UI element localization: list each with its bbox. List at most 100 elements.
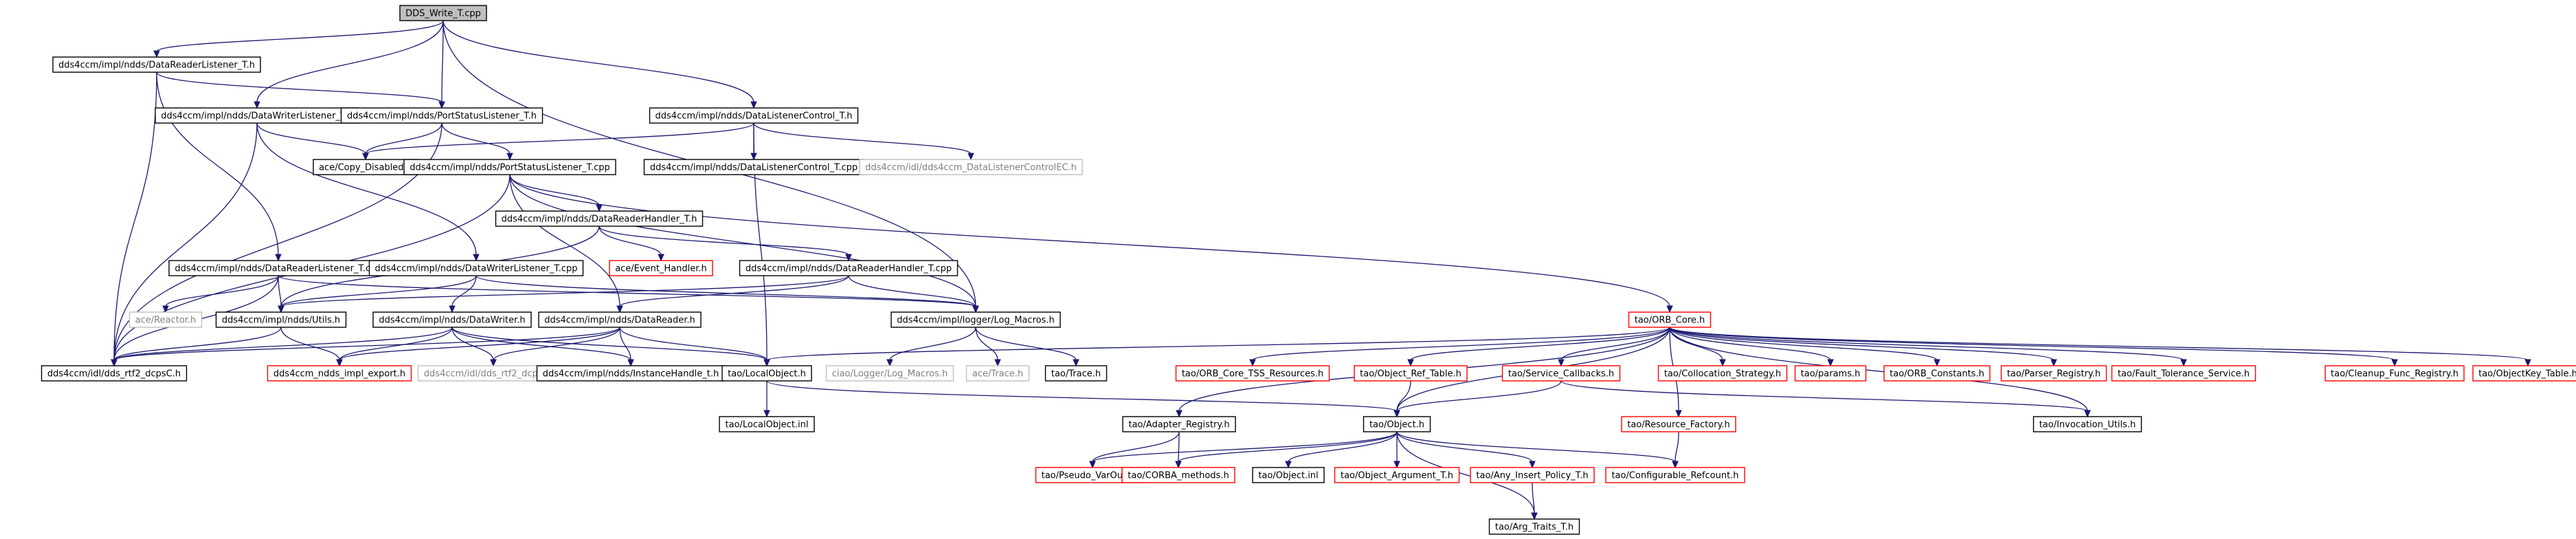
node-objectkey-table[interactable]: tao/ObjectKey_Table.h	[2472, 365, 2576, 382]
node-label: tao/ORB_Core_TSS_Resources.h	[1182, 369, 1323, 380]
node-drl-h[interactable]: dds4ccm/impl/ndds/DataReaderListener_T.h	[52, 56, 261, 73]
edge-arrowhead	[886, 359, 893, 367]
node-log-macros[interactable]: dds4ccm/impl/logger/Log_Macros.h	[891, 311, 1061, 328]
node-dlc-h[interactable]: dds4ccm/impl/ndds/DataListenerControl_T.…	[649, 107, 859, 124]
dependency-edge	[365, 122, 754, 155]
node-orb-constants[interactable]: tao/ORB_Constants.h	[1883, 365, 1991, 382]
edge-arrowhead	[596, 204, 603, 212]
dependency-edge	[113, 122, 258, 361]
dependency-edge	[975, 327, 998, 361]
dependency-edge	[1396, 380, 1411, 412]
dependency-edge	[113, 327, 282, 361]
node-label: dds4ccm/impl/ndds/DataReaderListener_T.c…	[175, 264, 381, 274]
node-cleanup-func[interactable]: tao/Cleanup_Func_Registry.h	[2325, 365, 2465, 382]
dependency-edge	[1410, 327, 1670, 361]
node-drl-cpp[interactable]: dds4ccm/impl/ndds/DataReaderListener_T.c…	[168, 260, 388, 276]
dependency-edge	[441, 122, 511, 155]
node-box	[1334, 467, 1460, 483]
node-label: tao/Object_Argument_T.h	[1341, 471, 1453, 481]
node-box	[1621, 416, 1736, 432]
node-fault-tolerance[interactable]: tao/Fault_Tolerance_Service.h	[2111, 365, 2256, 382]
node-corba-methods[interactable]: tao/CORBA_methods.h	[1121, 467, 1235, 483]
node-object-argument[interactable]: tao/Object_Argument_T.h	[1334, 467, 1460, 483]
node-copy-disabled[interactable]: ace/Copy_Disabled.h	[313, 159, 418, 175]
node-drh-h[interactable]: dds4ccm/impl/ndds/DataReaderHandler_T.h	[495, 210, 704, 227]
node-box	[2472, 365, 2576, 382]
dependency-edge	[1396, 380, 1562, 412]
node-service-callbacks[interactable]: tao/Service_Callbacks.h	[1501, 365, 1621, 382]
node-tao-trace[interactable]: tao/Trace.h	[1044, 365, 1108, 382]
node-configurable-refcount[interactable]: tao/Configurable_Refcount.h	[1605, 467, 1745, 483]
node-parser-registry[interactable]: tao/Parser_Registry.h	[2000, 365, 2107, 382]
node-datareader[interactable]: dds4ccm/impl/ndds/DataReader.h	[538, 311, 702, 328]
node-arg-traits[interactable]: tao/Arg_Traits_T.h	[1488, 518, 1580, 535]
node-label: dds4ccm/impl/ndds/DataReaderHandler_T.cp…	[746, 264, 952, 274]
node-dds-write[interactable]: DDS_Write_T.cpp	[399, 5, 487, 21]
node-label: dds4ccm/impl/ndds/DataListenerControl_T.…	[656, 111, 853, 122]
edge-arrowhead	[1675, 410, 1682, 418]
edge-arrowhead	[845, 254, 852, 262]
node-label: ciao/Logger/Log_Macros.h	[832, 369, 948, 380]
node-local-object-h[interactable]: tao/LocalObject.h	[721, 365, 812, 382]
node-adapter-registry[interactable]: tao/Adapter_Registry.h	[1122, 416, 1236, 432]
node-psl-cpp[interactable]: dds4ccm/impl/ndds/PortStatusListener_T.c…	[403, 159, 616, 175]
node-label: ace/Event_Handler.h	[615, 264, 707, 274]
dependency-edge	[1396, 431, 1676, 463]
edge-arrowhead	[490, 359, 497, 367]
dependency-edge	[156, 72, 443, 103]
node-ace-trace: ace/Trace.h	[965, 365, 1030, 382]
node-label: tao/Pseudo_VarOut_T.h	[1042, 471, 1144, 481]
node-object-h[interactable]: tao/Object.h	[1363, 416, 1431, 432]
node-label: ace/Trace.h	[972, 369, 1023, 380]
dependency-edge	[451, 327, 768, 361]
dependency-edge	[1669, 327, 2184, 361]
node-label: tao/Parser_Registry.h	[2007, 369, 2101, 380]
dependency-edge	[598, 226, 662, 256]
node-local-object-inl[interactable]: tao/LocalObject.inl	[719, 416, 815, 432]
edge-arrowhead	[111, 359, 117, 367]
node-invocation-utils[interactable]: tao/Invocation_Utils.h	[2032, 416, 2142, 432]
edge-arrowhead	[967, 153, 974, 161]
node-drh-cpp[interactable]: dds4ccm/impl/ndds/DataReaderHandler_T.cp…	[739, 260, 959, 276]
node-params[interactable]: tao/params.h	[1794, 365, 1867, 382]
node-object-inl[interactable]: tao/Object.inl	[1252, 467, 1325, 483]
node-rtf2-ec: dds4ccm/idl/dds_rtf2_dcpsEC.h	[417, 365, 570, 382]
node-rtf2-c[interactable]: dds4ccm/idl/dds_rtf2_dcpsC.h	[41, 365, 188, 382]
dependency-edge	[619, 327, 631, 361]
node-label: dds4ccm/impl/ndds/DataReaderListener_T.h	[58, 60, 255, 71]
dependency-edge	[1669, 327, 1831, 361]
node-dwl-cpp[interactable]: dds4ccm/impl/ndds/DataWriterListener_T.c…	[368, 260, 584, 276]
node-instance-handle[interactable]: dds4ccm/impl/ndds/InstanceHandle_t.h	[536, 365, 726, 382]
edge-arrowhead	[1531, 512, 1538, 520]
dependency-edge	[1675, 431, 1679, 463]
node-orb-core[interactable]: tao/ORB_Core.h	[1628, 311, 1712, 328]
node-dlc-ec: dds4ccm/idl/dds4ccm_DataListenerControlE…	[859, 159, 1083, 175]
dependency-edge	[256, 20, 444, 103]
dependency-edge	[339, 327, 620, 361]
node-label: dds4ccm/idl/dds_rtf2_dcpsC.h	[47, 369, 181, 380]
node-tss-resources[interactable]: tao/ORB_Core_TSS_Resources.h	[1175, 365, 1330, 382]
dependency-edge	[1669, 327, 2529, 361]
node-box	[739, 260, 959, 276]
node-box	[1605, 467, 1745, 483]
node-psl-h[interactable]: dds4ccm/impl/ndds/PortStatusListener_T.h	[340, 107, 544, 124]
node-pseudo-varout[interactable]: tao/Pseudo_VarOut_T.h	[1035, 467, 1150, 483]
node-object-ref-table[interactable]: tao/Object_Ref_Table.h	[1354, 365, 1468, 382]
node-collocation-strategy[interactable]: tao/Collocation_Strategy.h	[1657, 365, 1788, 382]
node-label: tao/Service_Callbacks.h	[1508, 369, 1614, 380]
node-event-handler[interactable]: ace/Event_Handler.h	[609, 260, 713, 276]
node-box	[403, 159, 616, 175]
node-label: tao/Object.h	[1369, 420, 1424, 430]
node-dwl-h[interactable]: dds4ccm/impl/ndds/DataWriterListener_T.h	[155, 107, 359, 124]
node-utils[interactable]: dds4ccm/impl/ndds/Utils.h	[215, 311, 347, 328]
node-box	[719, 416, 815, 432]
node-any-insert-policy[interactable]: tao/Any_Insert_Policy_T.h	[1470, 467, 1595, 483]
node-label: ace/Reactor.h	[135, 316, 197, 326]
node-impl-export[interactable]: dds4ccm_ndds_impl_export.h	[267, 365, 412, 382]
dependency-edge	[619, 327, 768, 361]
node-resource-factory[interactable]: tao/Resource_Factory.h	[1621, 416, 1736, 432]
node-box	[1044, 365, 1108, 382]
node-dlc-cpp[interactable]: dds4ccm/impl/ndds/DataListenerControl_T.…	[643, 159, 864, 175]
node-label: dds4ccm/impl/ndds/Utils.h	[222, 316, 340, 326]
node-datawriter[interactable]: dds4ccm/impl/ndds/DataWriter.h	[372, 311, 532, 328]
